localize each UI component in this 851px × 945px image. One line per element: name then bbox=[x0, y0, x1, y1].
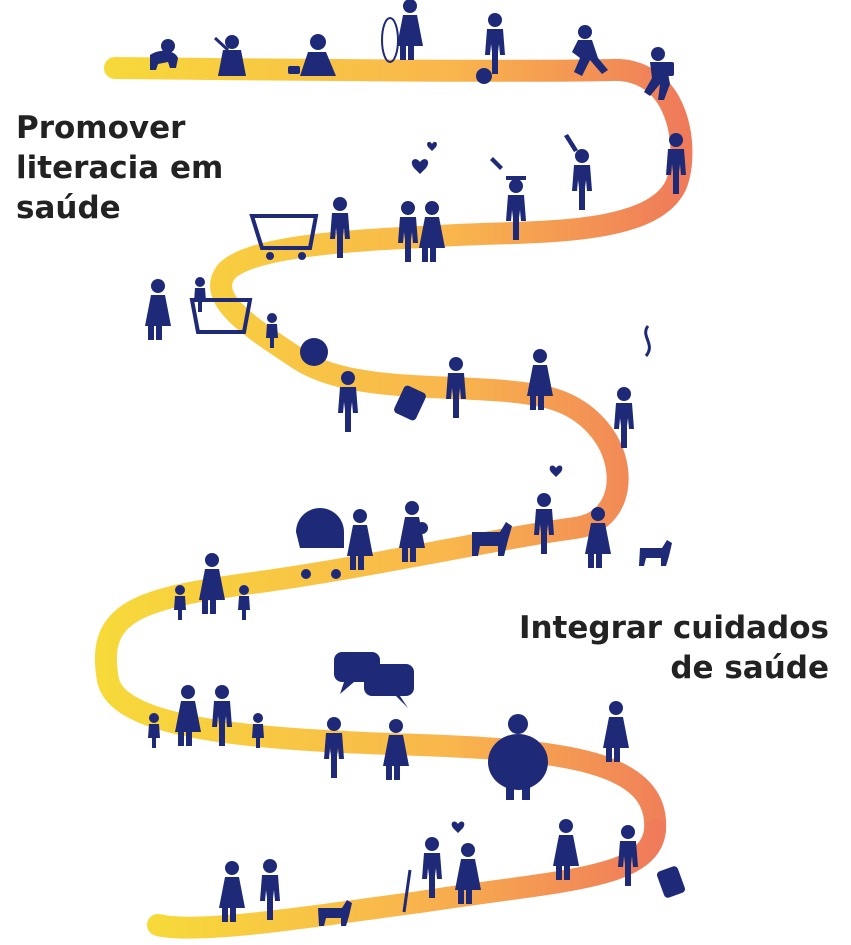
older-woman-icon bbox=[603, 701, 629, 762]
running-child-icon bbox=[572, 25, 608, 76]
person-with-ball-icon bbox=[300, 338, 358, 432]
elderly-traveler-icon bbox=[618, 825, 685, 898]
man-with-shopping-cart-icon bbox=[249, 197, 350, 260]
label-line: saúde bbox=[16, 190, 121, 226]
pregnant-woman-icon bbox=[399, 501, 428, 562]
label-line: Integrar cuidados bbox=[518, 610, 829, 646]
couple-in-love-icon bbox=[534, 465, 563, 554]
girl-with-hoop-icon bbox=[381, 0, 423, 63]
obese-person-icon bbox=[488, 714, 548, 800]
toddler-icon bbox=[213, 35, 246, 76]
woman-with-pram-icon bbox=[296, 508, 373, 579]
promote-health-literacy-label: Promover literacia em saúde bbox=[16, 108, 223, 228]
crawling-baby-icon bbox=[150, 39, 178, 70]
heart-icon bbox=[411, 141, 437, 174]
elderly-couple-with-cane-icon bbox=[402, 821, 481, 913]
traveler-with-suitcase-icon bbox=[394, 357, 466, 421]
speech-bubble-icon bbox=[334, 652, 414, 708]
teen-waving-icon bbox=[564, 134, 592, 210]
label-line: literacia em bbox=[16, 150, 224, 186]
dog-icon bbox=[472, 522, 512, 556]
integrate-health-care-label: Integrar cuidados de saúde bbox=[519, 608, 829, 688]
elderly-couple-with-dog-icon bbox=[219, 859, 352, 926]
smoking-man-icon bbox=[614, 325, 651, 448]
family-with-cart-icon bbox=[145, 277, 278, 348]
label-line: Promover bbox=[16, 110, 186, 146]
child-with-backpack-icon bbox=[644, 47, 674, 100]
woman-walking-dog-icon bbox=[585, 507, 672, 568]
label-line: de saúde bbox=[670, 650, 829, 686]
boy-with-ball-icon bbox=[476, 13, 505, 84]
graduate-icon bbox=[490, 157, 526, 240]
child-with-toy-icon bbox=[288, 34, 336, 76]
